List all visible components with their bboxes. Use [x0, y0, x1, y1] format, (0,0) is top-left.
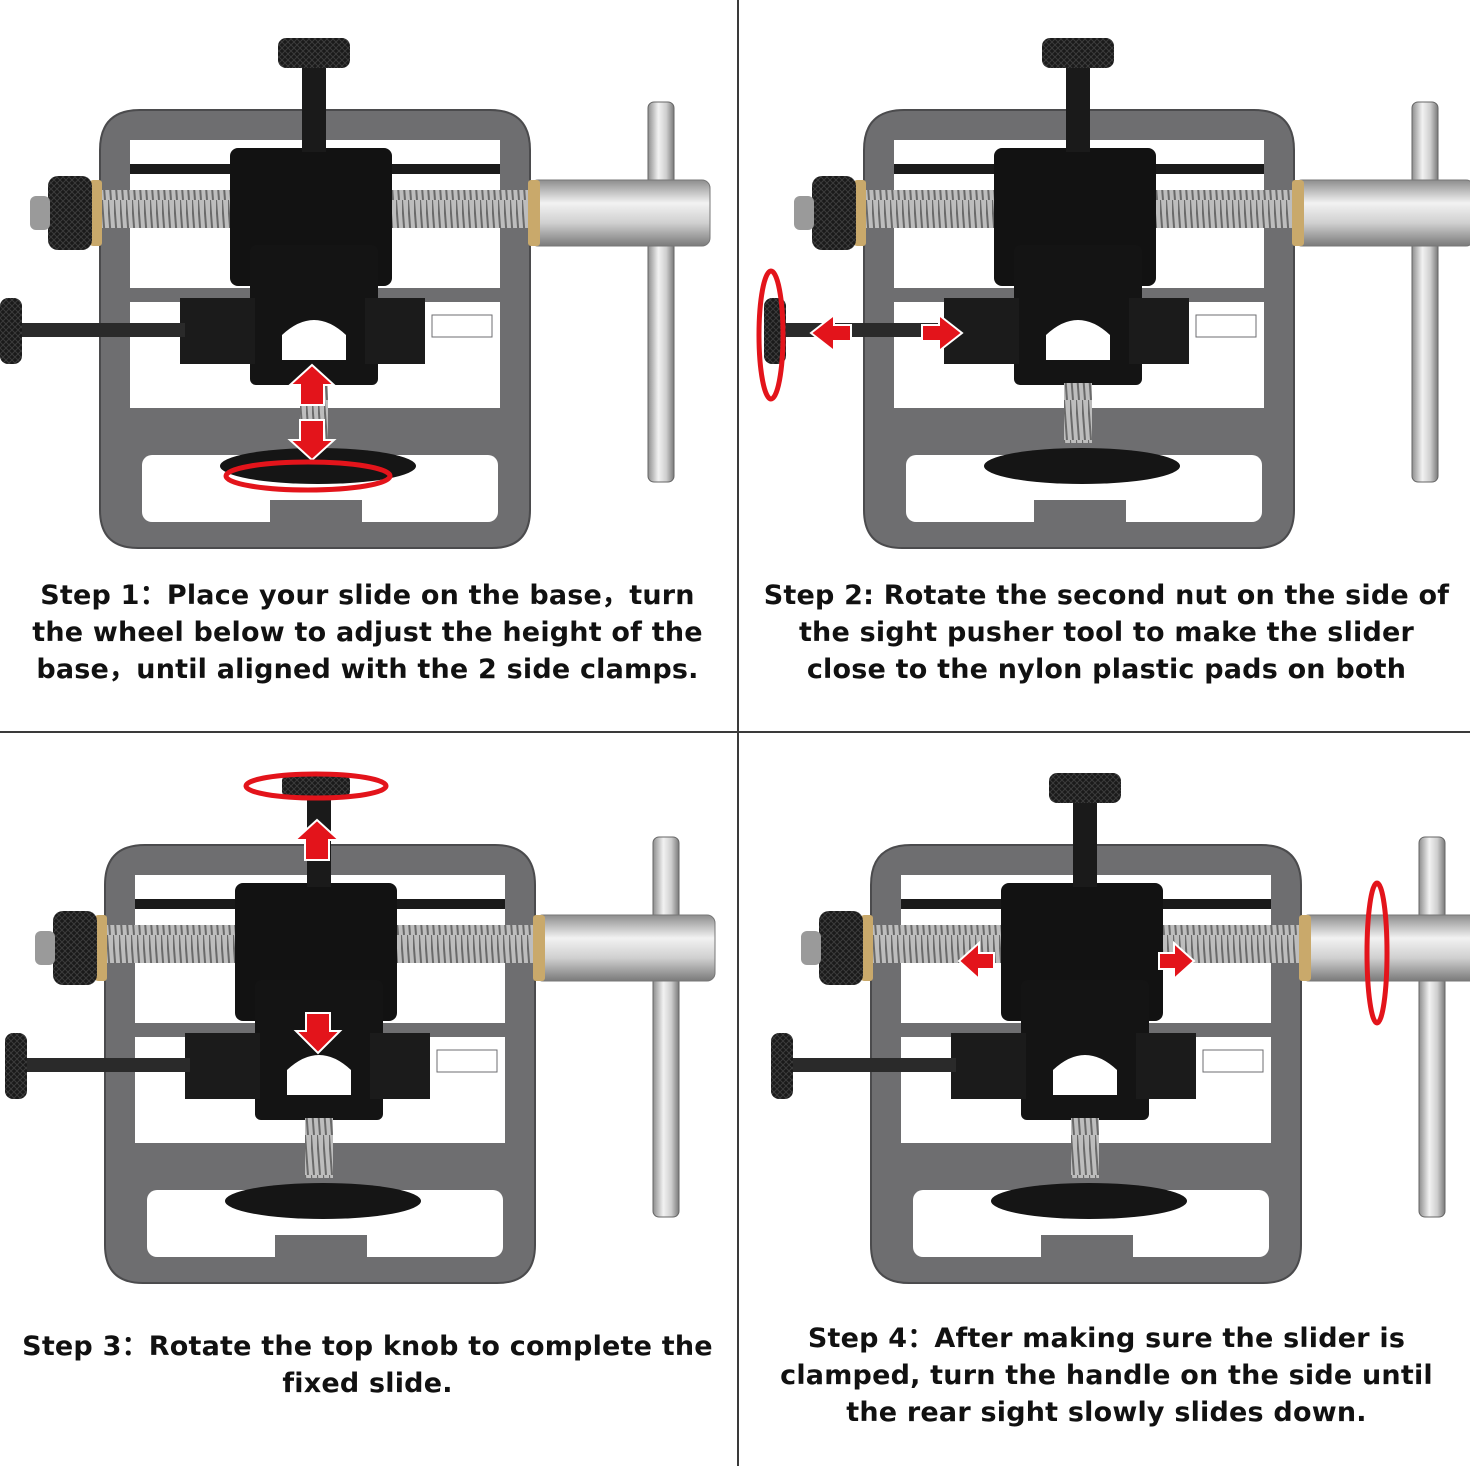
- top-knob-rotate-arrows-icon: [243, 771, 389, 1055]
- step-2-panel: Step 2: Rotate the second nut on the sid…: [739, 0, 1470, 730]
- step-2-caption: Step 2: Rotate the second nut on the sid…: [763, 580, 1450, 685]
- sight-pusher-tool-illustration: [756, 38, 1470, 549]
- step-3-caption: Step 3：Rotate the top knob to complete t…: [22, 1331, 713, 1399]
- sight-pusher-tool-illustration: [770, 773, 1470, 1284]
- step-1-caption: Step 1：Place your slide on the base，turn…: [32, 580, 703, 685]
- vertical-divider: [737, 0, 739, 1466]
- sight-pusher-tool-illustration: [0, 38, 711, 549]
- step-4-caption: Step 4：After making sure the slider is c…: [780, 1323, 1433, 1428]
- step-4-panel: Step 4：After making sure the slider is c…: [739, 735, 1470, 1465]
- step-3-panel: Step 3：Rotate the top knob to complete t…: [0, 735, 735, 1465]
- handle-rotate-arrows-icon: [957, 880, 1390, 1026]
- step-1-panel: Step 1：Place your slide on the base，turn…: [0, 0, 735, 730]
- sight-pusher-tool-illustration: [4, 771, 716, 1284]
- adjust-height-arrows-icon: [223, 363, 393, 493]
- horizontal-divider: [0, 731, 1470, 733]
- rotate-side-nut-arrows-icon: [756, 268, 964, 402]
